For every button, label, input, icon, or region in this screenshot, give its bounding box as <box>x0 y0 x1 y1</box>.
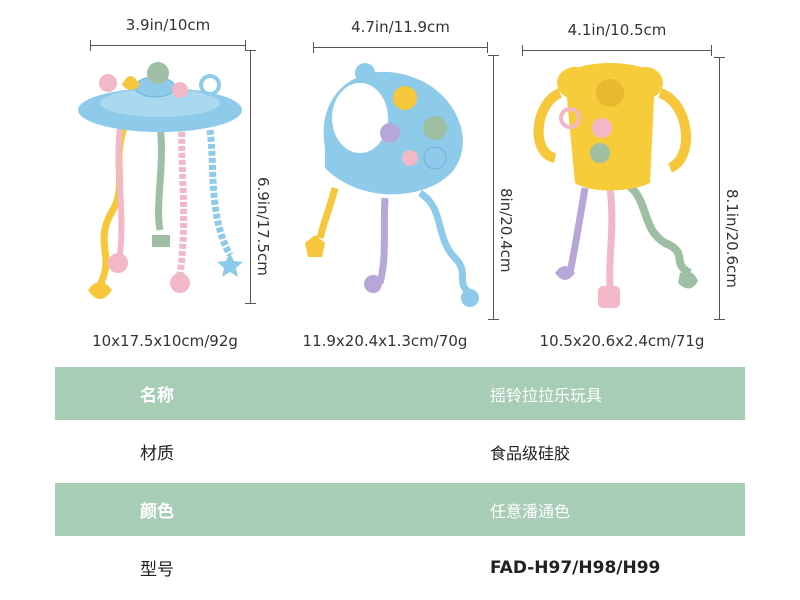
spec-value-name: 摇铃拉拉乐玩具 <box>490 385 603 405</box>
height-dimension-1: 6.9in/17.5cm <box>243 50 272 304</box>
size-label-2: 11.9x20.4x1.3cm/70g <box>302 332 468 350</box>
table-row: 材质 食品级硅胶 <box>55 425 745 478</box>
table-row: 颜色 任意潘通色 <box>55 483 745 536</box>
width-dimension-2: 4.7in/11.9cm <box>313 18 488 54</box>
size-label-3: 10.5x20.6x2.4cm/71g <box>539 332 705 350</box>
height-dimension-2: 8in/20.4cm <box>486 55 515 320</box>
height-label-1: 6.9in/17.5cm <box>254 177 272 276</box>
width-dimension-1: 3.9in/10cm <box>90 16 246 52</box>
product-image-2 <box>305 63 479 307</box>
width-dimension-3: 4.1in/10.5cm <box>522 21 712 57</box>
spec-value-model: FAD-H97/H98/H99 <box>490 557 661 578</box>
spec-value-color: 任意潘通色 <box>490 501 571 521</box>
height-label-2: 8in/20.4cm <box>497 187 515 273</box>
height-label-3: 8.1in/20.6cm <box>723 188 741 288</box>
product-image-3 <box>533 63 698 308</box>
product-image-1 <box>78 62 243 299</box>
size-label-1: 10x17.5x10cm/92g <box>92 332 238 350</box>
width-label-1: 3.9in/10cm <box>125 16 211 34</box>
spec-key-name: 名称 <box>140 386 174 406</box>
spec-table: 名称 摇铃拉拉乐玩具 材质 食品级硅胶 颜色 任意潘通色 型号 FAD-H97/… <box>55 367 745 599</box>
spec-value-material: 食品级硅胶 <box>490 443 571 463</box>
spec-key-material: 材质 <box>140 444 174 464</box>
spec-key-color: 颜色 <box>140 502 174 522</box>
spec-key-model: 型号 <box>140 560 174 580</box>
table-row: 名称 摇铃拉拉乐玩具 <box>55 367 745 420</box>
width-label-2: 4.7in/11.9cm <box>351 18 450 36</box>
width-label-3: 4.1in/10.5cm <box>567 21 667 39</box>
height-dimension-3: 8.1in/20.6cm <box>712 57 741 320</box>
table-row: 型号 FAD-H97/H98/H99 <box>55 541 745 594</box>
